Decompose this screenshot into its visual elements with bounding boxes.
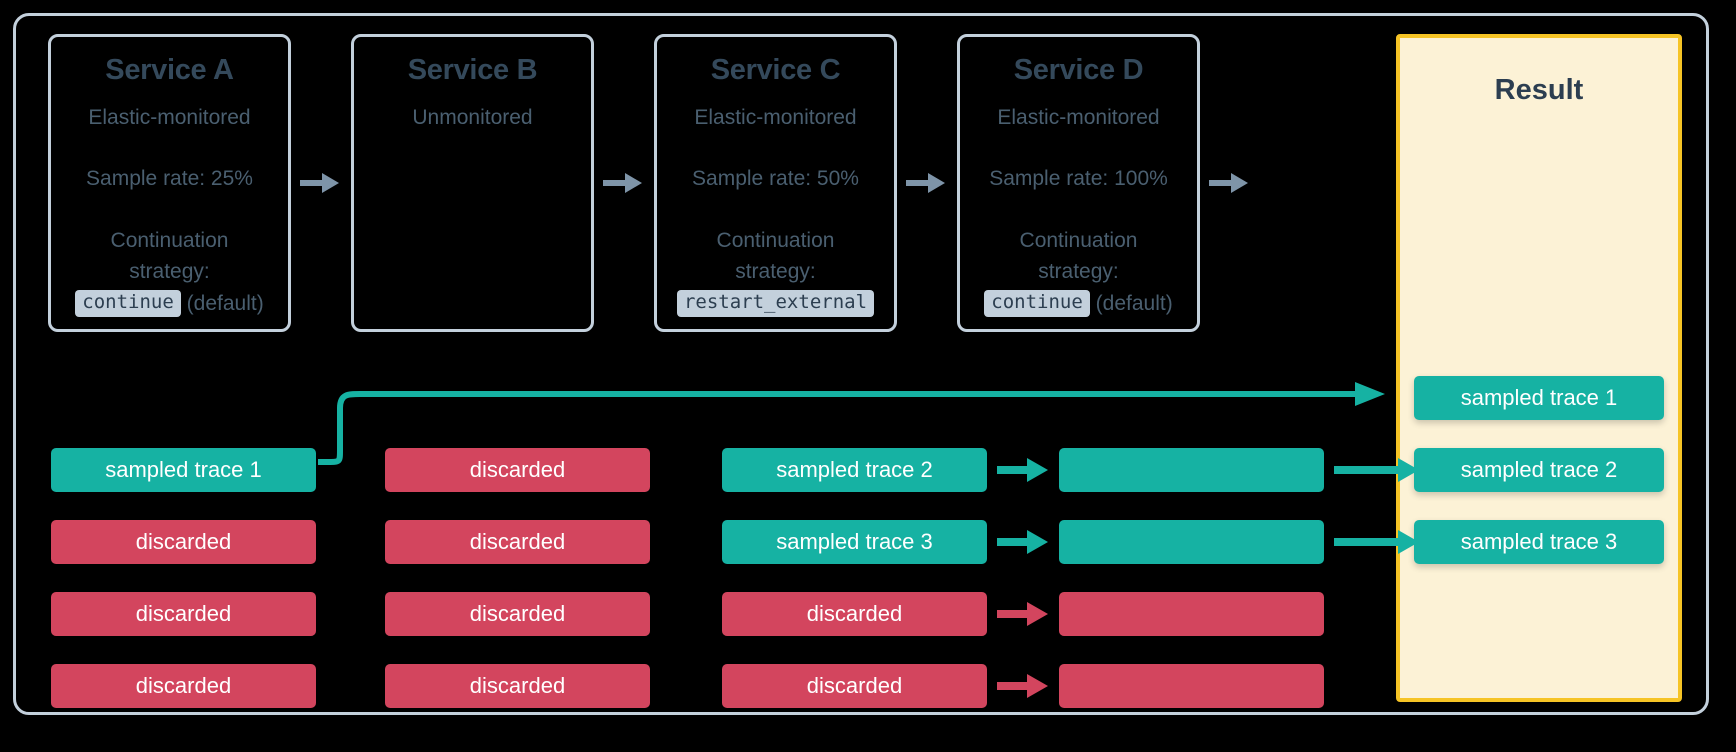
strategy-code-badge: continue <box>984 289 1090 317</box>
result-trace-label: sampled trace 3 <box>1460 529 1618 554</box>
trace-pill-label: discarded <box>806 673 903 698</box>
service-flow-arrow-icon <box>906 173 945 193</box>
strategy-code-badge: continue <box>75 289 181 317</box>
service-monitoring-status: Elastic-monitored <box>88 105 251 129</box>
service-box-a: Service A Elastic-monitored Sample rate:… <box>48 34 291 332</box>
trace-pill[interactable]: discarded <box>51 520 316 564</box>
service-box-c: Service C Elastic-monitored Sample rate:… <box>654 34 897 332</box>
trace-pill-label: sampled trace 1 <box>105 457 262 482</box>
trace-pill[interactable]: sampled trace 1 <box>51 448 316 492</box>
service-strategy-value: restart_external <box>667 289 884 317</box>
trace-pill-label: discarded <box>469 529 566 554</box>
trace-flow-arrow-icon <box>997 458 1048 482</box>
service-sample-rate: Sample rate: 50% <box>692 167 859 191</box>
trace-pill[interactable]: discarded <box>385 448 650 492</box>
trace-flow-arrow-icon <box>997 602 1048 626</box>
trace-pill[interactable]: sampled trace 3 <box>722 520 987 564</box>
trace-pill[interactable] <box>1059 664 1324 708</box>
service-flow-arrow-icon <box>300 173 339 193</box>
trace-pill[interactable]: discarded <box>385 520 650 564</box>
service-title: Service B <box>407 54 538 86</box>
service-title: Service C <box>710 54 841 86</box>
service-strategy-label-line2: strategy: <box>129 259 210 283</box>
service-sample-rate: Sample rate: 100% <box>989 167 1168 191</box>
trace-pill[interactable]: discarded <box>722 664 987 708</box>
result-trace-pill[interactable]: sampled trace 2 <box>1414 448 1664 492</box>
result-panel: Result <box>1396 34 1682 702</box>
trace-pill[interactable]: sampled trace 2 <box>722 448 987 492</box>
trace-pill-label: sampled trace 3 <box>776 529 933 554</box>
trace-pill-label: discarded <box>135 529 232 554</box>
result-flow-arrow-icon <box>1334 458 1419 482</box>
result-trace-pill[interactable]: sampled trace 3 <box>1414 520 1664 564</box>
strategy-default-note: (default) <box>186 291 264 315</box>
trace-pill-label: discarded <box>135 601 232 626</box>
service-title: Service A <box>105 54 234 86</box>
result-trace-label: sampled trace 1 <box>1460 385 1618 410</box>
trace-pill[interactable]: discarded <box>722 592 987 636</box>
service-strategy-label-line2: strategy: <box>1038 259 1119 283</box>
service-sample-rate: Sample rate: 25% <box>86 167 253 191</box>
service-strategy-label-line1: Continuation <box>1019 229 1138 253</box>
service-flow-arrow-icon <box>1209 173 1248 193</box>
trace-pill-label: discarded <box>469 457 566 482</box>
trace-pill-label: discarded <box>469 673 566 698</box>
result-flow-arrow-icon <box>1334 530 1419 554</box>
trace-pill[interactable] <box>1059 448 1324 492</box>
trace-pill-label: discarded <box>469 601 566 626</box>
service-box-b: Service B Unmonitored <box>351 34 594 332</box>
trace-pill-label: sampled trace 2 <box>776 457 933 482</box>
strategy-default-note: (default) <box>1095 291 1173 315</box>
trace-pill[interactable]: discarded <box>51 664 316 708</box>
result-panel-title: Result <box>1494 74 1584 106</box>
service-box-d: Service D Elastic-monitored Sample rate:… <box>957 34 1200 332</box>
trace-pill[interactable] <box>1059 520 1324 564</box>
trace-pill-label: discarded <box>806 601 903 626</box>
trace-flow-arrow-icon <box>997 674 1048 698</box>
service-title: Service D <box>1013 54 1144 86</box>
trace-flow-arrow-icon <box>997 530 1048 554</box>
service-monitoring-status: Elastic-monitored <box>694 105 857 129</box>
service-monitoring-status: Unmonitored <box>412 105 533 129</box>
service-monitoring-status: Elastic-monitored <box>997 105 1160 129</box>
service-strategy-label-line1: Continuation <box>716 229 835 253</box>
trace-pill[interactable] <box>1059 592 1324 636</box>
trace-pill[interactable]: discarded <box>51 592 316 636</box>
result-trace-label: sampled trace 2 <box>1460 457 1618 482</box>
service-flow-arrow-icon <box>603 173 642 193</box>
strategy-code-badge: restart_external <box>676 289 875 317</box>
service-strategy-value: continue (default) <box>970 289 1187 317</box>
trace-pill[interactable]: discarded <box>385 664 650 708</box>
service-strategy-label-line1: Continuation <box>110 229 229 253</box>
service-strategy-label-line2: strategy: <box>735 259 816 283</box>
trace-pill-label: discarded <box>135 673 232 698</box>
service-strategy-value: continue (default) <box>61 289 278 317</box>
trace-pill[interactable]: discarded <box>385 592 650 636</box>
result-trace-pill[interactable]: sampled trace 1 <box>1414 376 1664 420</box>
